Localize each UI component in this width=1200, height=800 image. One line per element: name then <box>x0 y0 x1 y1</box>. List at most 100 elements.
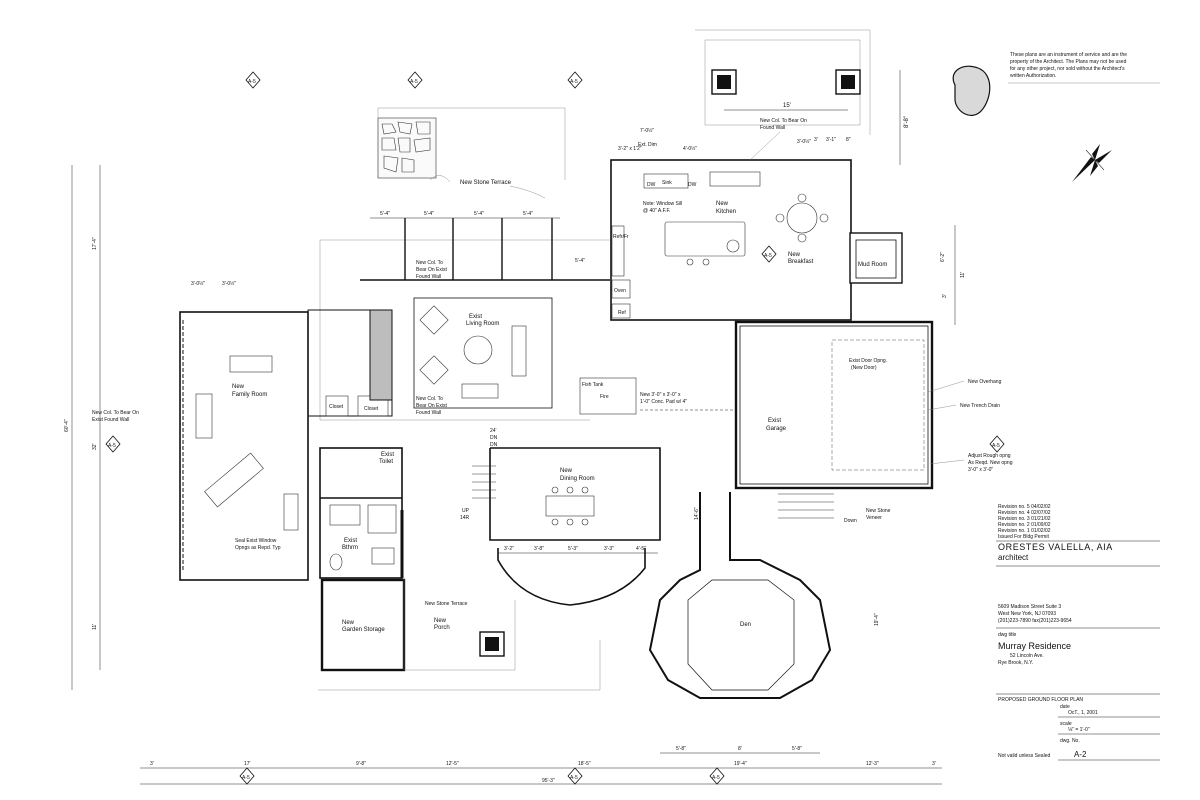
svg-text:4'-0½": 4'-0½" <box>683 145 697 152</box>
svg-text:property of the Architect. The: property of the Architect. The Plans may… <box>1010 59 1127 65</box>
revision-list: Revision no. 5 04/02/02 Revision no. 4 0… <box>998 504 1051 540</box>
svg-text:Found Wall: Found Wall <box>760 125 785 131</box>
kitchen-area: DW Sink DW Note: Window Sill @ 40" A.F.F… <box>610 118 966 325</box>
svg-text:3': 3' <box>942 294 948 298</box>
svg-text:Bthrm: Bthrm <box>342 545 358 551</box>
svg-text:12'-5": 12'-5" <box>446 761 459 767</box>
section-tag-icon: A-5 <box>989 435 1005 453</box>
svg-text:Exist: Exist <box>768 418 781 424</box>
svg-text:19'-4": 19'-4" <box>874 613 880 626</box>
svg-text:3'-0½": 3'-0½" <box>191 280 205 287</box>
svg-text:3'-2": 3'-2" <box>504 546 514 552</box>
svg-text:Living Room: Living Room <box>466 321 499 327</box>
svg-text:New Trench Drain: New Trench Drain <box>960 403 1000 409</box>
svg-text:3'-2" x 1'2": 3'-2" x 1'2" <box>618 146 642 152</box>
project-name: Murray Residence <box>998 641 1071 651</box>
svg-text:DN: DN <box>490 435 498 441</box>
svg-text:3': 3' <box>814 137 818 143</box>
section-tags: A-5 A-5 A-5 A-5 A-5 A-5 A-5 A-5 A-5 <box>105 71 1005 785</box>
dining-room: New Dining Room 3'-2" 3'-8" 5'-3" 3'-3" … <box>460 428 661 606</box>
section-tag-icon: A-5 <box>567 71 583 89</box>
svg-text:scale: scale <box>1060 721 1072 727</box>
svg-text:date: date <box>1060 704 1070 710</box>
svg-text:Note: Window Sill: Note: Window Sill <box>643 201 682 207</box>
svg-text:7'-0½": 7'-0½" <box>640 127 654 134</box>
svg-text:Found Wall: Found Wall <box>416 410 441 416</box>
svg-text:A-5: A-5 <box>992 443 1000 449</box>
svg-text:Rye Brook, N.Y.: Rye Brook, N.Y. <box>998 660 1033 666</box>
svg-text:New Col. To Bear On: New Col. To Bear On <box>92 410 139 416</box>
svg-text:3'-8": 3'-8" <box>534 546 544 552</box>
svg-text:5'-8": 5'-8" <box>676 746 686 752</box>
north-arrow-icon <box>1072 144 1112 182</box>
svg-text:Den: Den <box>740 622 751 628</box>
svg-text:(201)223-7890 fax(201)223-9654: (201)223-7890 fax(201)223-9654 <box>998 618 1072 624</box>
svg-text:18'-5": 18'-5" <box>578 761 591 767</box>
svg-text:11': 11' <box>960 272 966 278</box>
svg-text:New: New <box>342 620 355 626</box>
garden-storage: New Garden Storage <box>320 578 406 672</box>
firm-role: architect <box>998 553 1029 562</box>
svg-text:@ 40" A.F.F.: @ 40" A.F.F. <box>643 208 670 214</box>
svg-text:New 3'-0" x 3'-0" x: New 3'-0" x 3'-0" x <box>640 392 681 398</box>
svg-text:3'-0½": 3'-0½" <box>222 280 236 287</box>
svg-text:Not valid unless Sealed: Not valid unless Sealed <box>998 753 1050 759</box>
svg-text:11': 11' <box>92 624 98 630</box>
svg-text:24': 24' <box>490 428 497 434</box>
svg-text:19'-4": 19'-4" <box>734 761 747 767</box>
svg-text:New: New <box>788 252 801 258</box>
svg-text:OcT., 1, 2001: OcT., 1, 2001 <box>1068 710 1098 716</box>
svg-text:17'-4": 17'-4" <box>92 237 98 250</box>
svg-text:Closet: Closet <box>329 404 344 410</box>
svg-text:Revision no. 5 04/02/02: Revision no. 5 04/02/02 <box>998 504 1051 510</box>
svg-text:17': 17' <box>244 761 251 767</box>
svg-text:Garden Storage: Garden Storage <box>342 627 385 633</box>
garage: Exist Garage Exist Door Opng. (New Door)… <box>694 320 1013 626</box>
bottom-dimension-strip: 3' 17' 9'-8" 12'-5" 18'-5" 19'-4" 12'-3"… <box>140 761 942 785</box>
svg-text:3'-0" x 3'-0": 3'-0" x 3'-0" <box>968 467 993 473</box>
svg-text:A-5: A-5 <box>410 79 418 85</box>
svg-text:Opngs as Repd. Typ: Opngs as Repd. Typ <box>235 545 281 551</box>
svg-text:3': 3' <box>932 761 936 767</box>
svg-text:Exist Door Opng.: Exist Door Opng. <box>849 358 887 364</box>
svg-text:15': 15' <box>783 103 791 109</box>
svg-text:Ref: Ref <box>618 310 626 316</box>
svg-text:32': 32' <box>92 443 98 450</box>
section-tag-icon: A-5 <box>761 245 777 263</box>
svg-text:Family Room: Family Room <box>232 392 267 398</box>
svg-text:New Stone Terrace: New Stone Terrace <box>460 180 512 186</box>
svg-text:A-5: A-5 <box>570 775 578 781</box>
svg-text:Bear On Exist: Bear On Exist <box>416 403 447 409</box>
sheet-number: A-2 <box>1074 750 1087 759</box>
svg-text:60'-4": 60'-4" <box>64 419 70 432</box>
svg-text:8'-8": 8'-8" <box>904 116 910 128</box>
svg-text:Dining Room: Dining Room <box>560 476 595 482</box>
svg-text:New Col. To Bear On: New Col. To Bear On <box>760 118 807 124</box>
svg-text:Garage: Garage <box>766 426 787 432</box>
svg-text:Ext. Dim: Ext. Dim <box>638 142 657 148</box>
svg-text:5'-8": 5'-8" <box>792 746 802 752</box>
svg-text:Exist: Exist <box>381 452 394 458</box>
section-tag-icon: A-5 <box>245 71 261 89</box>
svg-text:Found Wall: Found Wall <box>416 274 441 280</box>
svg-text:1'-0" Conc. Pad w/ 4": 1'-0" Conc. Pad w/ 4" <box>640 399 687 405</box>
firm-name: ORESTES VALELLA, AIA <box>998 542 1113 552</box>
svg-text:New Stone: New Stone <box>866 508 891 514</box>
section-tag-icon: A-5 <box>567 767 583 785</box>
svg-text:Porch: Porch <box>434 625 450 631</box>
svg-text:Oven: Oven <box>614 288 626 294</box>
svg-text:Issued For Bldg Permit: Issued For Bldg Permit <box>998 534 1049 540</box>
svg-text:A-5: A-5 <box>570 79 578 85</box>
svg-text:Adjust Rough opng: Adjust Rough opng <box>968 453 1011 459</box>
svg-text:3'-0½": 3'-0½" <box>797 138 811 145</box>
svg-text:Revision no. 3 01/21/02: Revision no. 3 01/21/02 <box>998 516 1051 522</box>
svg-text:A-5: A-5 <box>248 79 256 85</box>
svg-text:Revision no. 1 01/02/02: Revision no. 1 01/02/02 <box>998 528 1051 534</box>
svg-text:PROPOSED GROUND FLOOR PLAN: PROPOSED GROUND FLOOR PLAN <box>998 697 1083 703</box>
svg-text:Fish Tank: Fish Tank <box>582 382 604 388</box>
svg-text:14R: 14R <box>460 515 470 521</box>
svg-text:95'-3": 95'-3" <box>542 778 555 784</box>
svg-text:5'-4": 5'-4" <box>424 211 434 217</box>
svg-text:written Authorization.: written Authorization. <box>1010 73 1056 79</box>
